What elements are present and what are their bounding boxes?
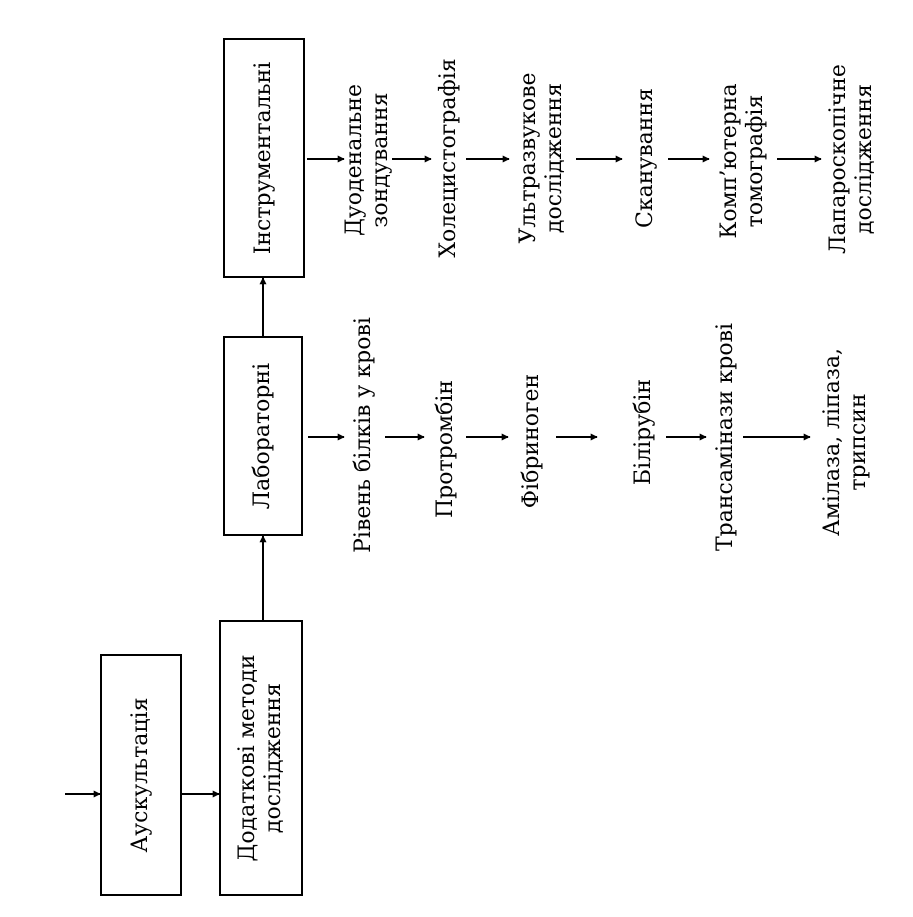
instr-item-laparoscopy: Лапароскопічне дослідження (826, 64, 878, 254)
instr-item-ct: Комп’ютерна томографія (717, 83, 769, 238)
auscultation-box (100, 654, 182, 896)
instrumental-label: Інструментальні (251, 61, 276, 255)
lab-item-bilirubin: Білірубін (631, 378, 656, 486)
additional-methods-box (219, 620, 303, 896)
lab-item-enzymes-line-2: трипсин (846, 393, 871, 491)
additional-methods-line-1: Додаткові методи (235, 654, 260, 862)
instr-item-duodenal: Дуоденальне зондування (342, 84, 394, 236)
instr-item-ultrasound: Ультразвукове дослідження (516, 73, 568, 244)
instr-item-ct-line-1: Комп’ютерна (717, 83, 742, 239)
instr-item-ultrasound-line-2: дослідження (542, 82, 567, 234)
additional-methods-label: Додаткові методи дослідження (235, 654, 287, 861)
instr-item-ct-line-2: томографія (743, 94, 768, 228)
instr-item-ultrasound-line-1: Ультразвукове (516, 72, 541, 244)
instr-item-laparoscopy-line-1: Лапароскопічне (826, 64, 851, 254)
auscultation-label: Аускультація (128, 697, 153, 853)
lab-item-fibrinogen: Фібриноген (519, 373, 544, 509)
instr-item-scanning: Сканування (633, 87, 658, 229)
lab-item-prothrombin: Протромбін (433, 379, 458, 519)
laboratory-label: Лабораторні (250, 362, 275, 510)
lab-item-protein: Рівень білків у крові (351, 317, 376, 553)
lab-item-enzymes-line-1: Амілаза, ліпаза, (820, 348, 845, 536)
instr-item-duodenal-line-2: зондування (368, 92, 393, 228)
additional-methods-line-2: дослідження (261, 682, 286, 834)
instrumental-box (223, 38, 305, 278)
lab-item-enzymes: Амілаза, ліпаза, трипсин (820, 348, 872, 536)
instr-item-cholecystography: Холецистографія (436, 58, 461, 258)
instr-item-duodenal-line-1: Дуоденальне (342, 83, 367, 237)
lab-item-transaminases: Трансамінази крові (713, 322, 738, 552)
instr-item-laparoscopy-line-2: дослідження (852, 83, 877, 235)
laboratory-box (223, 336, 303, 536)
